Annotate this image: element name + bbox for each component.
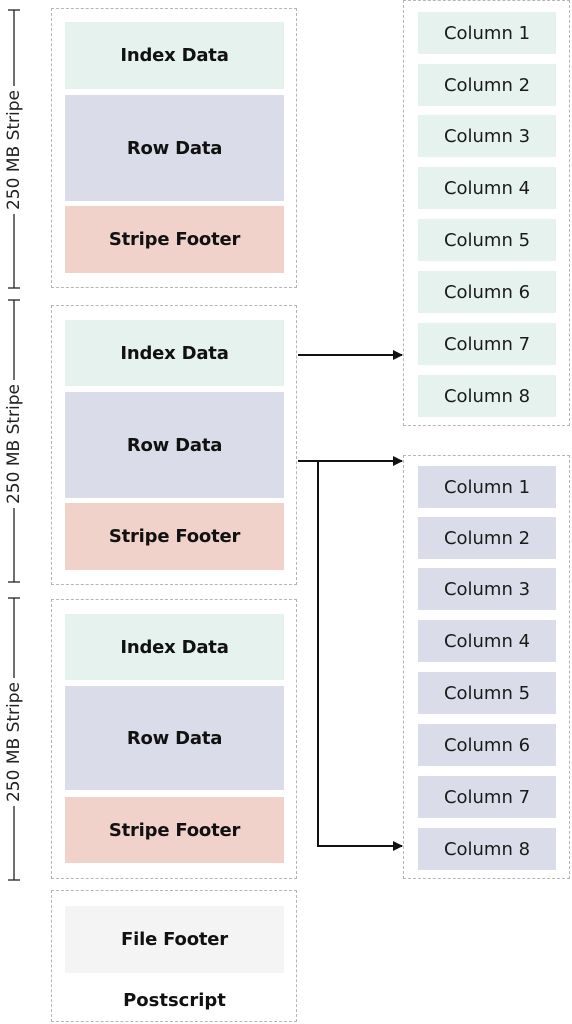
- row-column-item: Column 4: [418, 620, 556, 662]
- row-columns-panel: [403, 455, 570, 879]
- postscript-label: Postscript: [123, 989, 226, 1011]
- row-column-item: Column 2: [418, 517, 556, 559]
- row-column-item: Column 6: [418, 724, 556, 766]
- index-column-item: Column 8: [418, 375, 556, 417]
- index-column-item: Column 7: [418, 323, 556, 365]
- row-column-item: Column 8: [418, 828, 556, 870]
- index-column-item: Column 4: [418, 167, 556, 209]
- index-data-block: Index Data: [65, 320, 284, 386]
- index-column-item: Column 2: [418, 64, 556, 106]
- index-column-item: Column 5: [418, 219, 556, 261]
- row-column-item: Column 7: [418, 776, 556, 818]
- index-column-item: Column 6: [418, 271, 556, 313]
- index-column-item: Column 3: [418, 115, 556, 157]
- row-data-block: Row Data: [65, 392, 284, 498]
- row-data-lower-arrow: [317, 461, 403, 851]
- stripe-footer-block: Stripe Footer: [65, 206, 284, 273]
- row-column-item: Column 1: [418, 466, 556, 508]
- row-column-item: Column 5: [418, 672, 556, 714]
- row-data-block: Row Data: [65, 686, 284, 790]
- index-data-block: Index Data: [65, 614, 284, 680]
- index-data-block: Index Data: [65, 22, 284, 89]
- stripe-1: [51, 8, 297, 288]
- stripe-footer-block: Stripe Footer: [65, 797, 284, 863]
- index-columns-panel: [403, 0, 570, 426]
- stripe-size-label: 250 MB Stripe: [2, 85, 26, 215]
- stripe-size-label: 250 MB Stripe: [2, 677, 26, 807]
- file-footer-block: File Footer: [65, 906, 284, 973]
- row-data-block: Row Data: [65, 95, 284, 201]
- stripe-3: [51, 599, 297, 879]
- index-column-item: Column 1: [418, 12, 556, 54]
- row-column-item: Column 3: [418, 568, 556, 610]
- stripe-size-label: 250 MB Stripe: [2, 379, 26, 509]
- stripe-footer-block: Stripe Footer: [65, 503, 284, 570]
- file-tail-section: [51, 890, 297, 1022]
- stripe-2: [51, 305, 297, 585]
